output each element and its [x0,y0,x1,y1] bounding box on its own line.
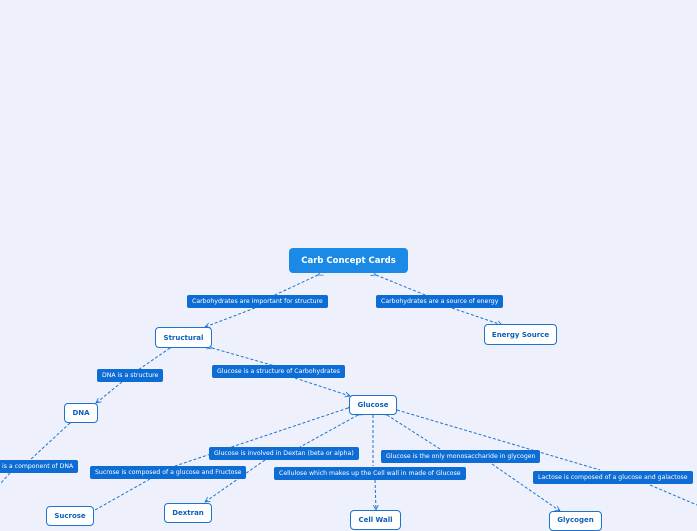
connector-layer [0,0,697,520]
link-dna-structure[interactable]: DNA is a structure [97,369,164,382]
concept-dna[interactable]: DNA [64,403,98,423]
edge-glucose-link-glycogen [387,415,441,450]
link-glucose-structure[interactable]: Glucose is a structure of Carbohydrates [212,365,345,378]
edge-structural-link-dna [137,348,170,371]
link-dextran-involved[interactable]: Glucose is involved in Dextan (beta or a… [209,447,359,460]
edge-link-dna-dna [96,381,123,403]
link-glycogen[interactable]: Glucose is the only monosaccharide in gl… [381,450,541,463]
concept-dextran[interactable]: Dextran [164,503,212,523]
link-sucrose-composed[interactable]: Sucrose is composed of a glucose and Fru… [90,466,247,479]
concept-structural[interactable]: Structural [155,327,212,348]
link-cellulose[interactable]: Cellulose which makes up the Cell wall i… [274,467,466,480]
edge-link-component-out [0,472,11,485]
concept-glucose[interactable]: Glucose [349,395,397,415]
edge-link-lactose-out [649,484,697,506]
concept-glycogen[interactable]: Glycogen [549,511,602,531]
edge-glucose-link-sucrose [174,408,348,467]
concept-sucrose[interactable]: Sucrose [46,506,94,526]
edge-dna-link-component [29,423,70,461]
link-lactose[interactable]: Lactose is composed of a glucose and gal… [533,471,693,484]
link-structure[interactable]: Carbohydrates are important for structur… [187,295,328,308]
edge-glucose-link-lactose [397,410,601,471]
link-energy[interactable]: Carbohydrates are a source of energy [376,295,504,308]
edge-link-structure-structural [205,307,256,327]
edge-link-sucrose-sucrose [94,478,151,511]
edge-glucose-link-dextran [299,415,358,448]
root-label: Carb Concept Cards [301,255,396,266]
edge-structural-link-glucose [212,348,276,367]
edge-link-cellulose-cellwall [375,479,376,510]
edge-link-glycogen-glycogen [491,463,560,511]
edge-link-dextran-dextran [205,459,266,502]
root-node[interactable]: Carb Concept Cards [289,248,408,273]
link-dna-component[interactable]: is a component of DNA [0,460,79,473]
edge-link-glucose-glucose [294,377,350,396]
edge-link-energy-energy [451,307,502,325]
concept-energy-source[interactable]: Energy Source [484,324,557,345]
concept-cell-wall[interactable]: Cell Wall [350,510,401,530]
